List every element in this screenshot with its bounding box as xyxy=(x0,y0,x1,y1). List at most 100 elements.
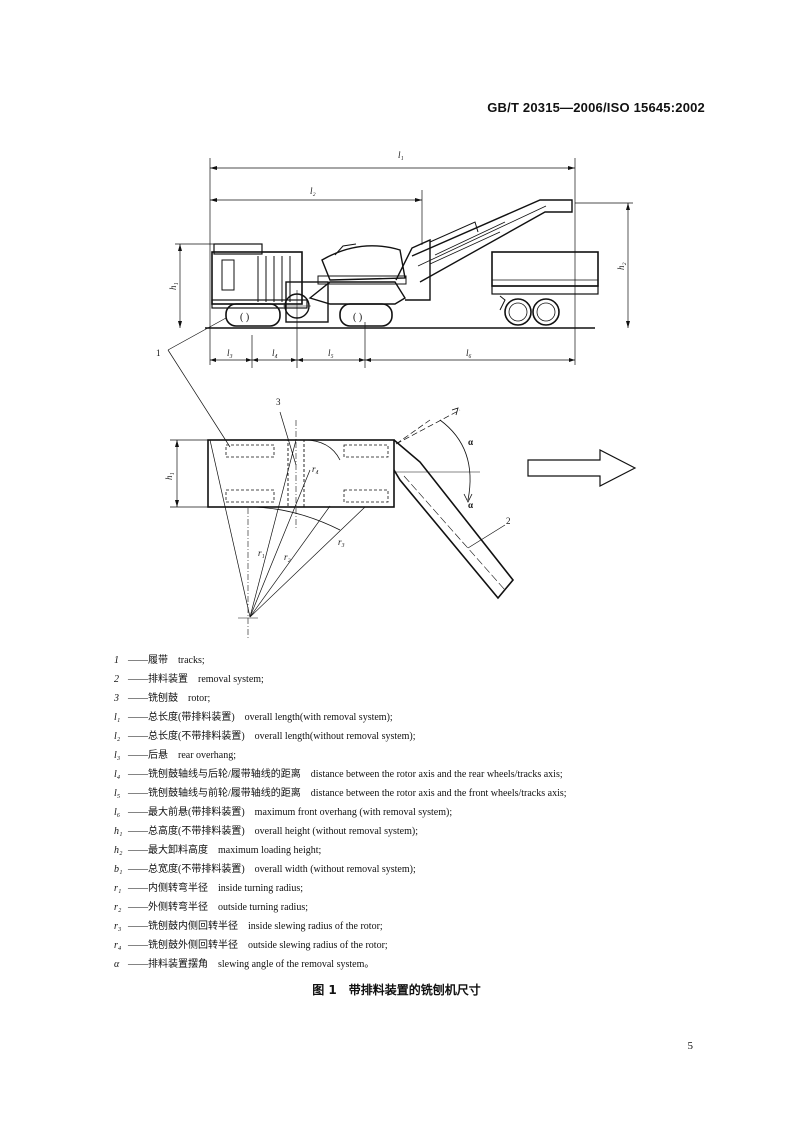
legend-sym: 3 xyxy=(114,693,119,704)
legend-item: b₁ ——总宽度(不带排料装置) overall width (without re… xyxy=(114,860,714,879)
legend-zh: 后悬 xyxy=(148,750,168,761)
rear-track xyxy=(225,303,281,327)
legend-item: l₁——总长度(带排料装置)overall length(with remova… xyxy=(114,708,714,727)
legend-zh: 铣刨鼓 xyxy=(148,693,178,704)
legend-en: distance between the rotor axis and the … xyxy=(310,788,567,799)
legend-item: α ——排料装置摆角 slewing angle of the removal sy… xyxy=(114,955,714,974)
truck-body xyxy=(491,251,599,287)
label-h2: h₂ xyxy=(616,262,626,270)
legend-dash: —— xyxy=(128,731,148,742)
legend-sym: h₁ xyxy=(114,826,123,837)
legend-sym: r₃ xyxy=(114,921,122,932)
label-alpha-bottom: α xyxy=(468,500,473,510)
label-l5: l₅ xyxy=(328,348,334,358)
legend-zh: 总长度(不带排料装置) xyxy=(148,731,245,742)
legend-sym: l₃ xyxy=(114,750,121,761)
legend-zh: 铣刨鼓轴线与后轮/履带轴线的距离 xyxy=(148,769,301,780)
legend-dash: —— xyxy=(128,788,148,799)
legend-item: l₄ ——铣刨鼓轴线与后轮/履带轴线的距离 distance between the… xyxy=(114,765,714,784)
legend-item: 3 ——铣刨鼓 rotor; xyxy=(114,689,714,708)
legend-en: overall width (without removal system); xyxy=(254,864,416,875)
side-view: ( ) ( ) xyxy=(167,158,633,448)
legend-sym: r₂ xyxy=(114,902,122,913)
legend-dash: —— xyxy=(128,807,148,818)
legend-en: rotor; xyxy=(188,693,211,704)
standard-number: GB/T 20315—2006/ISO 15645:2002 xyxy=(487,100,705,115)
callout-2: 2 xyxy=(506,516,511,526)
label-l2: l₂ xyxy=(310,186,316,196)
legend-dash: —— xyxy=(128,655,148,666)
legend-sym: l₄ xyxy=(114,769,121,780)
legend-zh: 最大卸料高度 xyxy=(148,845,208,856)
legend-en: slewing angle of the removal system。 xyxy=(218,959,375,970)
legend-item: l₅ ——铣刨鼓轴线与前轮/履带轴线的距离 distance between the… xyxy=(114,784,714,803)
legend-zh: 排料装置 xyxy=(148,674,188,685)
legend-zh: 内侧转弯半径 xyxy=(148,883,208,894)
legend-sym: α xyxy=(114,959,120,970)
label-h1-plan: h₁ xyxy=(164,472,174,480)
plan-view xyxy=(170,407,637,640)
label-r2: r₂ xyxy=(284,552,291,562)
legend-item: r₁ ——内侧转弯半径 inside turning radius; xyxy=(114,879,714,898)
legend-zh: 铣刨鼓轴线与前轮/履带轴线的距离 xyxy=(148,788,301,799)
label-l4: l₄ xyxy=(272,348,278,358)
label-h1-side: h₁ xyxy=(168,282,178,290)
legend-sym: r₁ xyxy=(114,883,122,894)
legend-item: h₂ ——最大卸料高度 maximum loading height; xyxy=(114,841,714,860)
legend-sym: 2 xyxy=(114,674,119,685)
conveyor-boom xyxy=(411,199,573,283)
legend-sym: h₂ xyxy=(114,845,123,856)
legend-en: inside turning radius; xyxy=(218,883,303,894)
legend-zh: 外侧转弯半径 xyxy=(148,902,208,913)
legend-sym: r₄ xyxy=(114,940,122,951)
legend-en: removal system; xyxy=(198,674,264,685)
legend-dash: —— xyxy=(128,902,148,913)
legend-dash: —— xyxy=(128,712,148,723)
legend-sym: l₂ xyxy=(114,731,121,742)
legend-dash: —— xyxy=(128,693,148,704)
legend-item: l₃ ——后悬 rear overhang; xyxy=(114,746,714,765)
machine-plan-outline xyxy=(207,439,395,508)
legend-zh: 铣刨鼓外侧回转半径 xyxy=(148,940,238,951)
legend-en: overall length(without removal system); xyxy=(254,731,416,742)
legend-dash: —— xyxy=(128,769,148,780)
legend-en: inside slewing radius of the rotor; xyxy=(248,921,383,932)
label-r4: r₄ xyxy=(312,464,319,474)
legend-sym: 1 xyxy=(114,655,119,666)
page-number: 5 xyxy=(687,1040,694,1052)
callout-3: 3 xyxy=(276,397,281,407)
front-track xyxy=(339,303,393,327)
legend-en: rear overhang; xyxy=(178,750,237,761)
label-alpha-top: α xyxy=(468,437,473,447)
legend-dash: —— xyxy=(128,921,148,932)
legend-dash: —— xyxy=(128,883,148,894)
legend-zh: 履带 xyxy=(148,655,168,666)
legend-item: l₂ ——总长度(不带排料装置) overall length(without re… xyxy=(114,727,714,746)
legend-dash: —— xyxy=(128,864,148,875)
label-l3: l₃ xyxy=(227,348,233,358)
legend-dash: —— xyxy=(128,959,148,970)
label-l6: l₆ xyxy=(466,348,472,358)
callout-1: 1 xyxy=(156,348,161,358)
svg-text:( ): ( ) xyxy=(240,312,249,323)
legend-en: maximum loading height; xyxy=(218,845,322,856)
legend-en: distance between the rotor axis and the … xyxy=(310,769,563,780)
legend-sym: b₁ xyxy=(114,864,123,875)
legend-en: overall length(with removal system); xyxy=(244,712,393,723)
label-r3: r₃ xyxy=(338,537,345,547)
legend-zh: 总宽度(不带排料装置) xyxy=(148,864,245,875)
legend-dash: —— xyxy=(128,845,148,856)
legend-dash: —— xyxy=(128,750,148,761)
conveyor-plan xyxy=(393,439,515,600)
legend-zh: 排料装置摆角 xyxy=(148,959,208,970)
legend-sym: l₅ xyxy=(114,788,121,799)
legend-zh: 总高度(不带排料装置) xyxy=(148,826,245,837)
legend-zh: 最大前悬(带排料装置) xyxy=(148,807,245,818)
